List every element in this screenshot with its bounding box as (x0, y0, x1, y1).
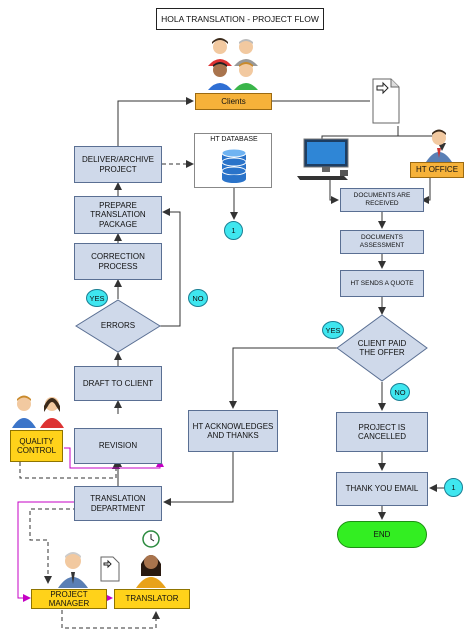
no-errors-badge: NO (188, 289, 208, 307)
office-person-icon (426, 129, 452, 162)
document-icon (372, 78, 400, 124)
no-paid-badge: NO (390, 383, 410, 401)
prepare-package-box: PREPARE TRANSLATION PACKAGE (74, 196, 162, 234)
clock-icon (142, 530, 160, 548)
thank-you-email-box: THANK YOU EMAIL (336, 472, 428, 506)
project-cancelled-box: PROJECT IS CANCELLED (336, 412, 428, 452)
errors-decision (75, 299, 161, 353)
file-icon (100, 556, 120, 582)
client-paid-label: CLIENT PAID THE OFFER (357, 338, 407, 358)
translation-department-box: TRANSLATION DEPARTMENT (74, 486, 162, 521)
people-group-icon (208, 38, 258, 90)
diagram-title: HOLA TRANSLATION - PROJECT FLOW (156, 8, 324, 30)
documents-received-box: DOCUMENTS ARE RECEIVED (340, 188, 424, 212)
yes-paid-badge: YES (322, 321, 344, 339)
errors-label: ERRORS (100, 321, 136, 331)
reviewer-woman-icon (40, 397, 64, 428)
revision-box: REVISION (74, 428, 162, 464)
translator-icon (136, 555, 166, 588)
correction-process-box: CORRECTION PROCESS (74, 243, 162, 280)
desktop-computer-icon (297, 138, 349, 180)
ht-office-box: HT OFFICE (410, 162, 464, 178)
clients-box: Clients (195, 93, 272, 110)
project-manager-box: PROJECT MANAGER (31, 589, 107, 609)
project-manager-icon (58, 552, 88, 588)
yes-errors-badge: YES (86, 289, 108, 307)
ht-database-label: HT DATABASE (210, 136, 258, 143)
documents-assessment-box: DOCUMENTS ASSESSMENT (340, 230, 424, 254)
connector-email-badge: 1 (444, 478, 463, 497)
reviewer-man-icon (12, 395, 64, 428)
ht-sends-quote-box: HT SENDS A QUOTE (340, 270, 424, 297)
translator-box: TRANSLATOR (114, 589, 190, 609)
connector-db-badge: 1 (224, 221, 243, 240)
deliver-archive-box: DELIVER/ARCHIVE PROJECT (74, 146, 162, 183)
ht-acknowledges-box: HT ACKNOWLEDGES AND THANKS (188, 410, 278, 452)
draft-to-client-box: DRAFT TO CLIENT (74, 366, 162, 401)
end-terminator: END (337, 521, 427, 548)
database-icon (221, 149, 247, 183)
quality-control-box: QUALITY CONTROL (10, 430, 63, 462)
client-paid-decision (336, 314, 428, 382)
